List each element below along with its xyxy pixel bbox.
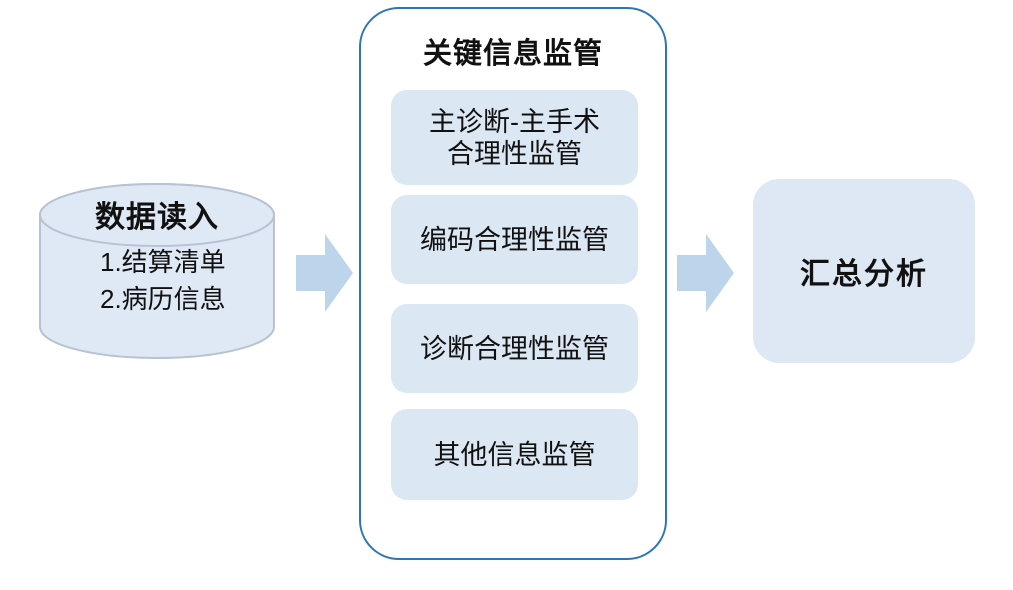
summary-analysis-label: 汇总分析 [800,258,928,291]
step-main-diagnosis-surgery: 主诊断-主手术 合理性监管 [391,90,638,185]
step-label-line: 其他信息监管 [433,439,596,470]
step-coding-rationality: 编码合理性监管 [391,195,638,284]
step-label-line: 主诊断-主手术 [429,106,600,137]
step-other-info: 其他信息监管 [391,409,638,500]
step-label-line: 合理性监管 [447,138,582,169]
step-label-line: 编码合理性监管 [420,224,609,255]
data-input-cylinder: 数据读入 1.结算清单 2.病历信息 [38,182,276,360]
database-cylinder-icon [39,183,275,359]
data-input-item-2: 2.病历信息 [100,284,226,314]
flow-arrow-icon [296,234,353,312]
data-input-item-1: 1.结算清单 [100,247,226,277]
data-input-title: 数据读入 [95,201,219,234]
flow-arrow-icon [677,234,734,312]
step-label-line: 诊断合理性监管 [420,333,609,364]
step-diagnosis-rationality: 诊断合理性监管 [391,304,638,393]
summary-analysis-box: 汇总分析 [753,179,975,363]
data-input-items: 1.结算清单 2.病历信息 [100,244,226,318]
key-info-supervision-panel: 关键信息监管 主诊断-主手术 合理性监管 编码合理性监管 诊断合理性监管 其他信… [359,7,667,560]
key-info-supervision-title: 关键信息监管 [422,38,603,70]
